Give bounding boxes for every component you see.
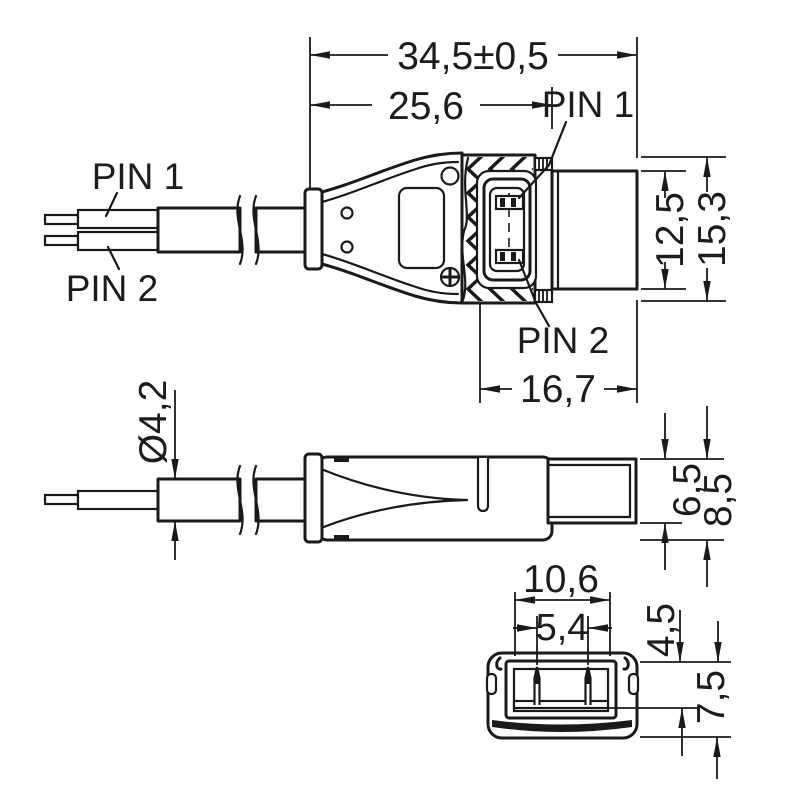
- wire-pin2-leader: [106, 245, 121, 271]
- mold-mark-top: [334, 457, 349, 462]
- shell-side-notch: [627, 672, 640, 696]
- label-recess: [397, 186, 446, 270]
- mating-plug-top: [550, 169, 639, 291]
- front-view-dimensions: 10,6 5,4 4,5 7,5: [513, 558, 733, 779]
- mating-plug-side: [546, 457, 638, 525]
- contact-pin1-label: PIN 1: [542, 84, 635, 125]
- wire-pin1-label: PIN 1: [92, 156, 185, 197]
- svg-text:4,5: 4,5: [640, 603, 683, 657]
- side-view: [43, 452, 638, 544]
- housing-seam-bottom: [319, 498, 469, 530]
- contact-pin1-leader: [517, 120, 568, 200]
- cable-break-line: [252, 464, 260, 536]
- svg-text:Ø4,2: Ø4,2: [132, 380, 175, 465]
- svg-text:7,5: 7,5: [690, 670, 733, 724]
- contact-pin2-leader: [517, 258, 551, 328]
- wire-pin1-leader: [104, 191, 119, 218]
- cable-break-line: [236, 194, 244, 266]
- dim-plug-width: 12,5: [641, 170, 692, 290]
- pin2-tab: [533, 288, 554, 304]
- svg-text:34,5±0,5: 34,5±0,5: [397, 35, 549, 78]
- cable-jacket-left: [156, 206, 242, 254]
- pin2-front: [584, 666, 592, 705]
- wire2-bare-tip: [43, 234, 80, 247]
- svg-text:16,7: 16,7: [520, 368, 596, 411]
- plug-opening-inner: [512, 667, 610, 713]
- top-view-dimensions: 34,5±0,5 25,6 12,5 15,3 16,7: [309, 35, 734, 411]
- grommet-wavy-edge: [461, 156, 470, 302]
- wire-pin2-label: PIN 2: [66, 268, 159, 309]
- shell-corner-detail: [495, 656, 503, 671]
- dim-plug-height: 6,5: [640, 413, 709, 570]
- svg-text:10,6: 10,6: [523, 558, 599, 601]
- dim-cable-diameter: Ø4,2: [132, 380, 179, 560]
- dim-housing-height: 8,5: [640, 406, 740, 587]
- wire1-insulation: [76, 208, 160, 230]
- dim-pin-spacing: 5,4: [513, 607, 612, 665]
- boot-dimple: [340, 240, 354, 254]
- cable-jacket-left-side: [156, 477, 242, 523]
- pin1-contact: [494, 194, 525, 211]
- opening-bottom-bar: [512, 699, 610, 710]
- screw-icon: [439, 266, 461, 288]
- cable-break-line: [236, 464, 244, 536]
- latch-slot: [476, 458, 490, 513]
- front-view: [485, 651, 640, 740]
- dim-overall-length: 34,5±0,5: [310, 35, 637, 78]
- side-view-dimensions: Ø4,2 6,5 8,5: [132, 380, 740, 587]
- svg-text:8,5: 8,5: [697, 473, 740, 527]
- cable-jacket-right-side: [254, 477, 312, 523]
- cable-jacket-right: [254, 206, 312, 254]
- svg-text:15,3: 15,3: [691, 191, 734, 267]
- pin1-front: [533, 666, 541, 705]
- dim-head-length: 16,7: [479, 303, 637, 411]
- contact-pin2-label: PIN 2: [517, 320, 610, 361]
- shell-corner-detail: [622, 656, 630, 671]
- mold-mark-bottom: [334, 535, 349, 540]
- dim-opening-height: 4,5: [604, 603, 697, 756]
- housing-seam-top: [319, 467, 469, 502]
- wire1-bare-tip: [43, 213, 80, 226]
- svg-text:5,4: 5,4: [536, 607, 589, 649]
- dim-face-height: 7,5: [640, 621, 733, 779]
- top-view: PIN 1 PIN 2 PIN 1 PIN 2: [43, 84, 639, 361]
- svg-text:25,6: 25,6: [388, 85, 464, 128]
- dim-opening-width: 10,6: [514, 558, 611, 656]
- cable-break-line: [252, 194, 260, 266]
- housing-pin-hole: [440, 166, 460, 186]
- dim-housing-length: 25,6: [310, 85, 552, 128]
- boot-inner-edge-top: [320, 160, 460, 204]
- boot-collar-side: [303, 452, 324, 544]
- svg-text:6,5: 6,5: [666, 463, 709, 517]
- latch-band: [492, 720, 632, 732]
- dim-head-width: 15,3: [641, 156, 734, 302]
- wire-insulation-side: [76, 489, 160, 511]
- contact-window-inner: [488, 186, 526, 273]
- boot-dimple: [340, 206, 354, 220]
- shell-side-notch: [485, 672, 498, 696]
- pin2-contact: [494, 248, 525, 265]
- boot-collar: [303, 187, 324, 271]
- boot-inner-edge-bottom: [320, 252, 460, 296]
- wire2-insulation: [76, 230, 160, 252]
- wire-bare-tip-side: [43, 493, 80, 506]
- svg-text:12,5: 12,5: [649, 192, 692, 268]
